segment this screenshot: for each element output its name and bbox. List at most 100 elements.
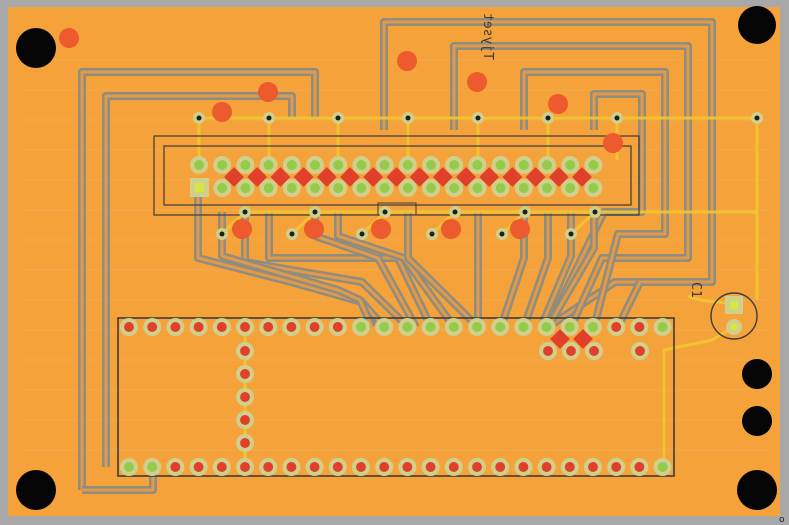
pad-center [356,322,366,332]
pad-center [611,462,622,472]
pad-diamond [502,167,523,187]
pad-center [333,160,344,170]
header-key-notch [377,202,417,216]
pad-center [309,322,320,332]
pad-center [263,322,274,332]
pad-center [588,160,599,170]
pad-center [495,322,506,332]
via-drill [312,209,318,215]
drill-hole-icon [397,51,417,71]
pad-center [193,462,204,472]
pad-center [195,183,204,192]
corner-mark: o [779,515,785,525]
via-drill [242,209,248,215]
pad-diamond [479,167,500,187]
trace-fill [196,188,386,328]
trace-fill [406,212,480,329]
drill-hole-icon [371,219,391,239]
pad-diamond [316,167,337,187]
via-drill [382,209,388,215]
mounting-hole-icon [738,6,776,44]
pad-center [425,462,436,472]
pad-center [472,322,482,332]
pad-diamond [573,329,593,349]
pad-center [565,160,576,170]
pad-center [170,322,181,332]
pad-diamond [456,167,476,187]
via-drill [475,115,481,121]
trace-fill [104,94,294,467]
pad-center [730,301,738,309]
pad-center [332,322,343,332]
drill-hole-icon [212,102,232,122]
pad-diamond [293,167,314,187]
pad-center [240,183,251,193]
pad-center [588,183,599,193]
pad-center [286,462,297,472]
drill-hole-icon [232,219,252,239]
pad-center [402,183,413,193]
capacitor-outline [710,292,758,340]
pad-center [147,462,158,472]
pad-center [564,322,575,332]
pad-center [402,462,413,472]
pad-center [310,183,320,193]
silkscreen-label: Tjyset [480,13,495,60]
pad-center [564,462,575,472]
pad-diamond [247,167,268,187]
pad-diamond [340,167,360,187]
via-drill [335,115,341,121]
mounting-hole-icon [737,470,777,510]
pad-center [379,322,390,332]
pad-center [240,369,250,379]
pad-center [356,160,367,170]
via-drill [359,231,365,237]
via-drill [522,209,528,215]
via-drill [499,231,505,237]
via-drill [592,209,598,215]
pad-center [565,183,576,193]
pad-center [542,183,552,193]
pad-center [216,322,227,332]
pad-center [286,160,297,170]
pad-center [193,322,204,332]
pad-center [426,160,436,170]
pad-diamond [409,167,430,187]
pad-center [356,183,367,193]
pad-center [634,462,645,472]
via-drill [568,231,574,237]
trace-fill [220,212,374,328]
trace-fill [336,212,456,328]
pad-center [541,322,552,332]
mounting-hole-icon [16,28,56,68]
trace-fill [546,212,596,328]
pad-center [240,322,250,332]
pad-center [402,322,413,332]
signal-trace [662,325,735,467]
pad-center [449,183,460,193]
pad-center [518,322,529,332]
pad-center [634,322,645,332]
pad-diamond [224,167,244,187]
trace-fill [539,212,573,328]
pad-diamond [363,167,384,187]
pad-center [566,346,576,356]
pad-center [448,462,459,472]
faint-trace-grid [20,59,770,451]
mounting-hole-icon [742,406,772,436]
drill-hole-icon [548,94,568,114]
pad-center [543,346,553,356]
pad-center [518,462,529,472]
via-drill [266,115,272,121]
pad-center [124,322,134,332]
pad-center [589,346,599,356]
pad-center [635,346,645,356]
pad-center [194,160,204,170]
drill-hole-icon [441,219,461,239]
drill-holes [59,28,623,239]
trace-fill [267,212,433,328]
pad-center [263,183,274,193]
pad-center [263,462,274,472]
module-outline [117,317,675,477]
header-outline-inner [163,145,632,206]
